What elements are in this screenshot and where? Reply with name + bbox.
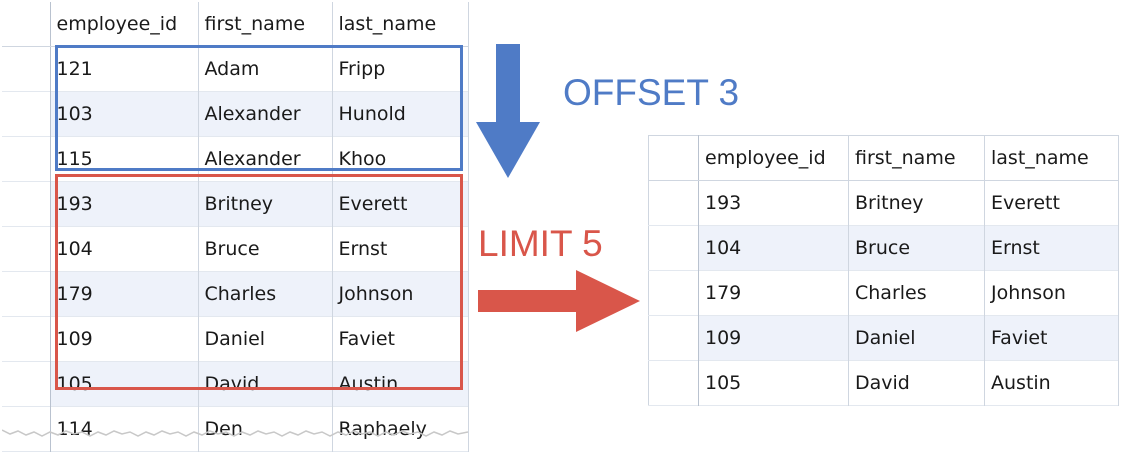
cell-last-name[interactable]: Ernst (332, 226, 469, 272)
column-header-last-name[interactable]: last_name (984, 135, 1119, 181)
torn-edge (2, 429, 468, 437)
row-header-corner (648, 135, 699, 181)
cell-employee-id[interactable]: 104 (50, 226, 199, 272)
row-header-cell[interactable] (2, 91, 51, 137)
row-header-cell[interactable] (2, 136, 51, 182)
row-header-cell[interactable] (648, 360, 699, 406)
limit-label: LIMIT 5 (478, 223, 603, 264)
row-header-cell[interactable] (648, 180, 699, 226)
cell-first-name[interactable]: Bruce (198, 226, 333, 272)
cell-employee-id[interactable]: 179 (698, 270, 849, 316)
cell-first-name[interactable]: Daniel (848, 315, 985, 361)
offset-label: OFFSET 3 (563, 72, 740, 113)
cell-last-name[interactable]: Everett (332, 181, 469, 227)
cell-last-name[interactable]: Fripp (332, 46, 469, 92)
row-header-cell[interactable] (2, 361, 51, 407)
cell-employee-id[interactable]: 103 (50, 91, 199, 137)
row-header-cell[interactable] (648, 315, 699, 361)
cell-employee-id[interactable]: 121 (50, 46, 199, 92)
down-arrow-icon (476, 44, 540, 178)
cell-first-name[interactable]: Alexander (198, 91, 333, 137)
cell-first-name[interactable]: Charles (848, 270, 985, 316)
row-header-cell[interactable] (2, 406, 51, 452)
cell-last-name[interactable]: Ernst (984, 225, 1119, 271)
column-header-first-name[interactable]: first_name (198, 2, 333, 47)
row-header-cell[interactable] (2, 316, 51, 362)
cell-first-name[interactable]: Charles (198, 271, 333, 317)
cell-employee-id[interactable]: 109 (50, 316, 199, 362)
cell-first-name[interactable]: David (848, 360, 985, 406)
column-header-employee-id[interactable]: employee_id (50, 2, 199, 47)
row-header-cell[interactable] (648, 270, 699, 316)
row-header-cell[interactable] (2, 271, 51, 317)
cell-first-name[interactable]: Daniel (198, 316, 333, 362)
column-header-employee-id[interactable]: employee_id (698, 135, 849, 181)
cell-employee-id[interactable]: 109 (698, 315, 849, 361)
cell-last-name[interactable]: Austin (984, 360, 1119, 406)
cell-last-name[interactable]: Johnson (332, 271, 469, 317)
cell-first-name[interactable]: Bruce (848, 225, 985, 271)
offset-highlight-box (55, 45, 463, 171)
row-header-cell[interactable] (2, 181, 51, 227)
row-header-cell[interactable] (648, 225, 699, 271)
cell-last-name[interactable]: Faviet (984, 315, 1119, 361)
column-header-last-name[interactable]: last_name (332, 2, 469, 47)
cell-employee-id[interactable]: 114 (50, 406, 199, 452)
row-header-corner (2, 2, 51, 47)
cell-first-name[interactable]: Adam (198, 46, 333, 92)
cell-employee-id[interactable]: 193 (50, 181, 199, 227)
column-header-first-name[interactable]: first_name (848, 135, 985, 181)
cell-last-name[interactable]: Johnson (984, 270, 1119, 316)
cell-last-name[interactable]: Everett (984, 180, 1119, 226)
cell-first-name[interactable]: Den (198, 406, 333, 452)
cell-employee-id[interactable]: 179 (50, 271, 199, 317)
limit-highlight-box (55, 174, 463, 390)
source-header-row: employee_id first_name last_name (2, 2, 469, 47)
cell-first-name[interactable]: Britney (848, 180, 985, 226)
cell-employee-id[interactable]: 105 (698, 360, 849, 406)
cell-first-name[interactable]: Britney (198, 181, 333, 227)
cell-last-name[interactable]: Raphaely (332, 406, 469, 452)
row-header-cell[interactable] (2, 226, 51, 272)
result-header-row: employee_id first_name last_name (648, 135, 1119, 181)
row-header-cell[interactable] (2, 46, 51, 92)
cell-employee-id[interactable]: 104 (698, 225, 849, 271)
cell-last-name[interactable]: Faviet (332, 316, 469, 362)
cell-employee-id[interactable]: 193 (698, 180, 849, 226)
cell-last-name[interactable]: Hunold (332, 91, 469, 137)
right-arrow-icon (478, 270, 640, 332)
